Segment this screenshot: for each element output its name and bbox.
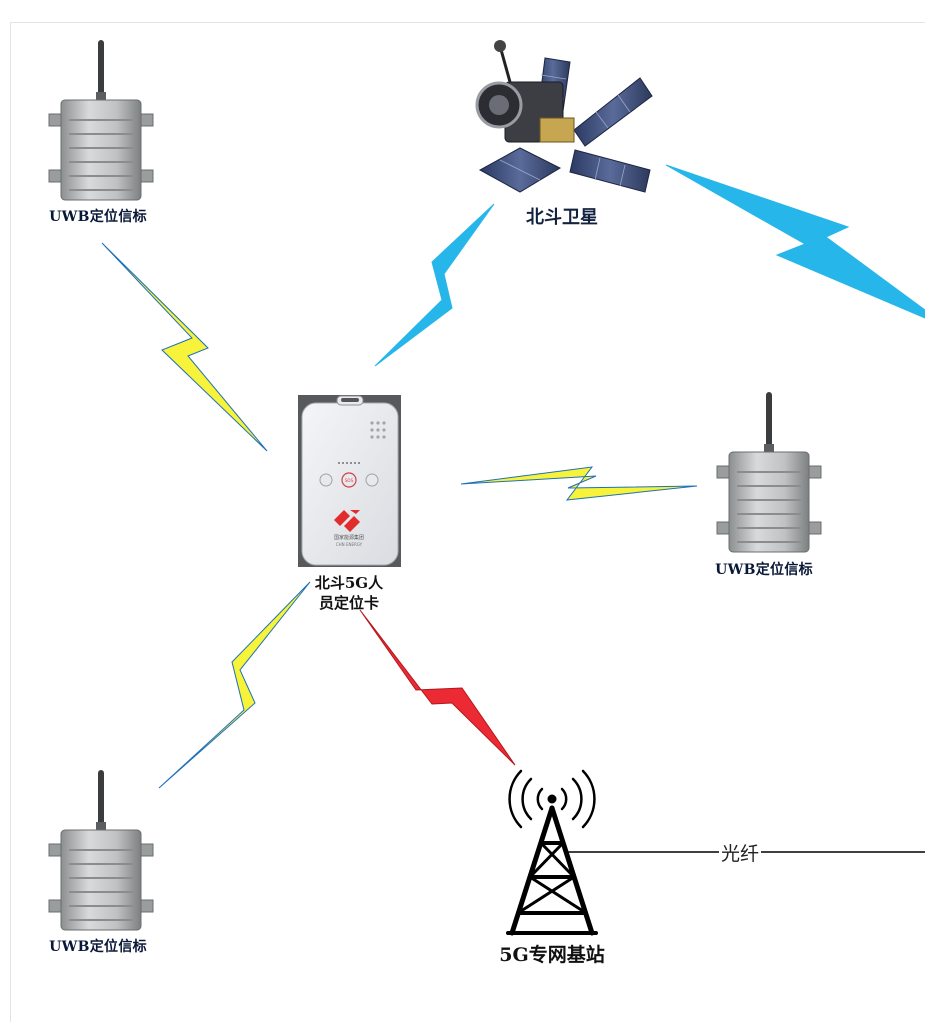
card-label-line-1: 北斗5G人 xyxy=(314,574,384,592)
uwb-beacon-bottom-left-icon xyxy=(48,769,154,931)
base-station-label: 5G专网基站 xyxy=(499,944,605,966)
uwb-link-bottom-left xyxy=(158,581,311,789)
uwb-beacon-right-icon xyxy=(716,391,822,553)
card-sos-label: SOS xyxy=(345,478,354,483)
frame-left-border xyxy=(10,22,11,1022)
uwb-link-top-left xyxy=(101,242,268,452)
satellite-label: 北斗卫星 xyxy=(526,207,598,228)
base-station-tower-icon xyxy=(506,769,598,936)
uwb-beacon-label-bottom-left: UWB定位信标 xyxy=(49,939,147,955)
uwb-beacon-top-left-icon xyxy=(48,39,154,201)
positioning-card-icon xyxy=(298,395,401,567)
frame-top-border xyxy=(10,22,925,23)
satellite-link-right xyxy=(665,164,925,319)
card-brand-cn: 国家能源集团 xyxy=(334,534,364,541)
uwb-beacon-label-top-left: UWB定位信标 xyxy=(49,209,147,225)
fiber-label: 光纤 xyxy=(719,839,762,866)
base-station-link xyxy=(359,609,516,766)
satellite-link-card xyxy=(374,203,495,367)
card-label-line-2: 员定位卡 xyxy=(318,594,379,612)
beidou-satellite-icon xyxy=(475,40,653,193)
card-brand-en: CHN ENERGY xyxy=(336,542,363,547)
uwb-link-right xyxy=(460,466,698,501)
uwb-beacon-label-right: UWB定位信标 xyxy=(715,562,813,578)
